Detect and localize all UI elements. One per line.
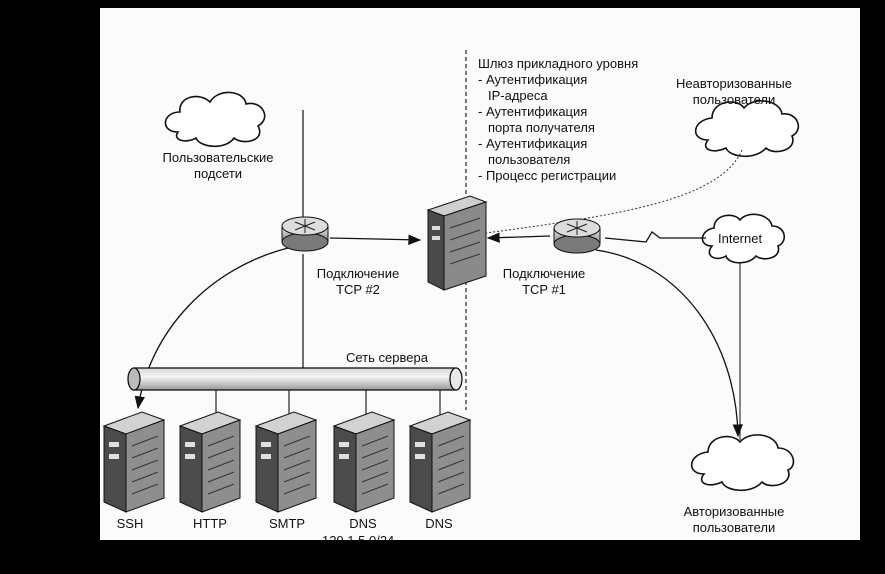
unauthorized-cloud-icon (694, 100, 800, 158)
server-label-dns-1: DNS (349, 516, 377, 531)
internet-cloud-icon (701, 213, 785, 264)
subnet-address: 129.1.5.0/24 (322, 533, 395, 541)
server-label-http: HTTP (193, 516, 227, 531)
unauthorized-link (485, 149, 743, 234)
user-subnets-cloud-icon (164, 91, 266, 148)
server-dns-2-icon (408, 411, 472, 513)
authorized-line-2: пользователи (692, 520, 776, 535)
server-label-ssh: SSH (116, 516, 144, 531)
tcp1-line-1: Подключение (502, 266, 586, 281)
server-smtp-icon (254, 411, 318, 513)
tcp2-line-1: Подключение (316, 266, 400, 281)
gateway-feature-list: Шлюз прикладного уровня - Аутентификация… (478, 56, 638, 184)
tcp1-arrow (486, 232, 551, 243)
feature-4-line-1: - Процесс регистрации (478, 168, 617, 183)
tcp1-label: Подключение TCP #1 (498, 266, 590, 298)
unauthorized-line-1: Неавторизованные (676, 76, 792, 91)
server-http-icon (178, 411, 242, 513)
internet-link (604, 231, 706, 243)
authorized-line-1: Авторизованные (683, 504, 785, 519)
internet-label: Internet (718, 231, 763, 246)
authorized-cloud-icon (690, 434, 795, 492)
server-network-pipe (127, 367, 463, 391)
gateway-title: Шлюз прикладного уровня (478, 56, 639, 71)
user-subnets-line-2: подсети (193, 166, 243, 181)
right-edge (860, 0, 885, 574)
feature-1-line-2: IP-адреса (488, 88, 548, 103)
left-edge (0, 0, 100, 574)
authorized-users-label: Авторизованные пользователи (664, 504, 804, 536)
router-right-icon (553, 218, 601, 254)
bottom-edge (100, 540, 885, 574)
router-left-icon (281, 216, 329, 252)
server-network-label: Сеть сервера (346, 350, 428, 365)
feature-1-line-1: - Аутентификация (478, 72, 588, 87)
feature-2-line-1: - Аутентификация (478, 104, 588, 119)
server-ssh-icon (102, 411, 166, 513)
unauthorized-line-2: пользователи (692, 92, 776, 107)
server-label-smtp: SMTP (268, 516, 306, 531)
feature-3-line-1: - Аутентификация (478, 136, 588, 151)
user-subnets-line-1: Пользовательские (162, 150, 274, 165)
gateway-server-icon (426, 195, 488, 291)
user-subnets-label: Пользовательские подсети (162, 150, 274, 182)
tcp1-line-2: TCP #1 (522, 282, 566, 297)
tcp2-arrow (329, 234, 422, 245)
tcp2-line-2: TCP #2 (336, 282, 380, 297)
server-label-dns-2: DNS (425, 516, 453, 531)
unauthorized-users-label: Неавторизованные пользователи (664, 76, 804, 108)
server-dns-1-icon (332, 411, 396, 513)
feature-2-line-2: порта получателя (488, 120, 595, 135)
tcp2-label: Подключение TCP #2 (312, 266, 404, 298)
authorized-arrow (595, 249, 743, 438)
feature-3-line-2: пользователя (488, 152, 571, 167)
top-edge (0, 0, 885, 8)
